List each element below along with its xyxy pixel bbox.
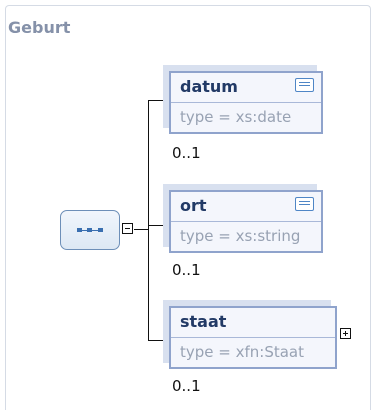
element-type: type = xs:string [180, 227, 301, 245]
element-ort[interactable]: ort type = xs:string [169, 190, 323, 253]
sequence-icon [77, 228, 103, 232]
connector-line [134, 229, 148, 230]
connector-trunk [148, 100, 149, 340]
element-name: staat [180, 312, 227, 331]
connector-branch-datum [148, 100, 169, 101]
element-type: type = xfn:Staat [180, 343, 304, 361]
documentation-icon[interactable] [295, 78, 314, 92]
group-title: Geburt [8, 18, 71, 37]
occurrence-label: 0..1 [172, 377, 201, 395]
occurrence-label: 0..1 [172, 261, 201, 279]
element-staat[interactable]: staat type = xfn:Staat [169, 306, 337, 369]
documentation-icon[interactable] [295, 197, 314, 211]
occurrence-label: 0..1 [172, 144, 201, 162]
element-type: type = xs:date [180, 108, 292, 126]
connector-branch-staat [148, 340, 169, 341]
schema-group-panel [5, 5, 371, 410]
element-name: datum [180, 77, 238, 96]
element-datum[interactable]: datum type = xs:date [169, 71, 323, 134]
collapse-icon[interactable] [122, 223, 133, 234]
element-name: ort [180, 196, 207, 215]
sequence-compositor[interactable] [60, 210, 120, 250]
expand-icon[interactable] [340, 328, 351, 339]
connector-branch-ort [148, 225, 169, 226]
